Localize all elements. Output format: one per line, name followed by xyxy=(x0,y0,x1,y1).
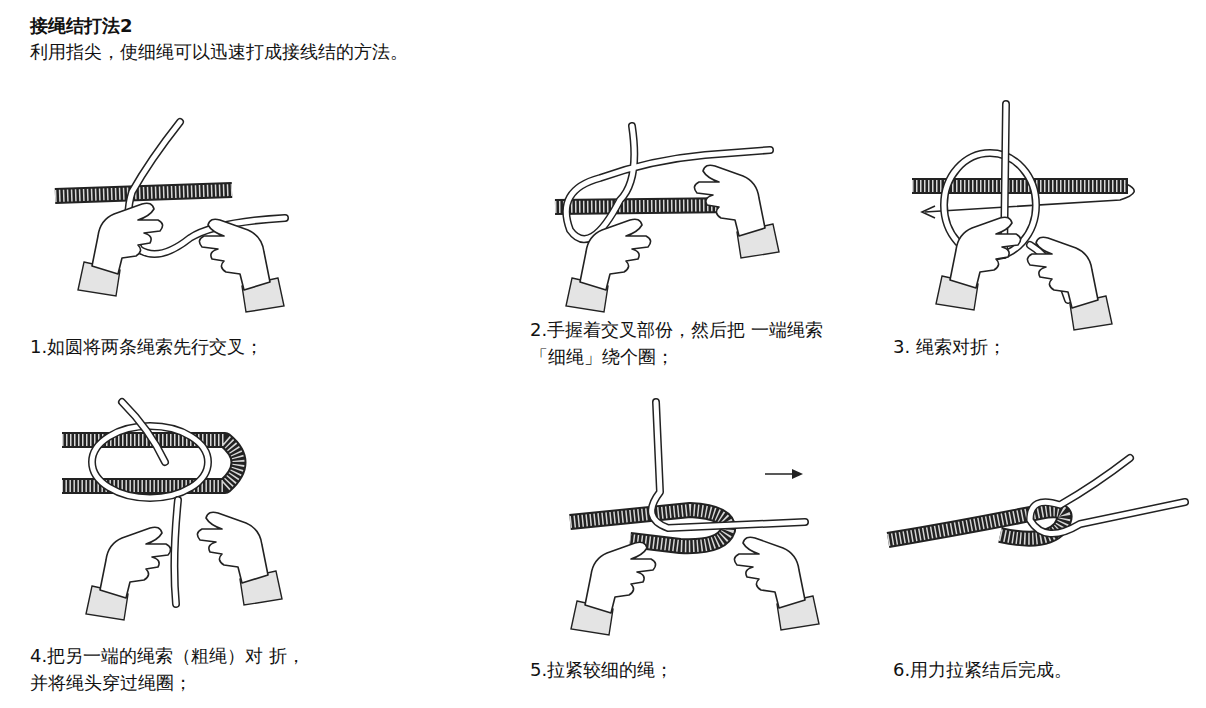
step4-illustration xyxy=(62,402,282,620)
step2-illustration xyxy=(555,126,779,312)
step-caption: 4.把另一端的绳索（粗绳）对 折，并将绳头穿过绳圈； xyxy=(30,642,360,696)
step-caption: 2.手握着交叉部份，然后把 一端绳索「细绳」绕个圈； xyxy=(530,316,850,370)
step6-illustration xyxy=(888,458,1185,540)
step-caption: 5.拉紧较细的绳； xyxy=(530,656,850,683)
step1-illustration xyxy=(55,122,285,312)
step-caption: 6.用力拉紧结后完成。 xyxy=(893,656,1193,683)
step-caption: 1.如圆将两条绳索先行交叉； xyxy=(30,333,450,360)
subtitle: 利用指尖，使细绳可以迅速打成接线结的方法。 xyxy=(30,38,790,65)
step-caption: 3. 绳索对折； xyxy=(893,333,1193,360)
step5-illustration xyxy=(570,402,819,635)
page-title: 接绳结打法2 xyxy=(30,12,530,39)
step3-illustration xyxy=(912,104,1134,330)
